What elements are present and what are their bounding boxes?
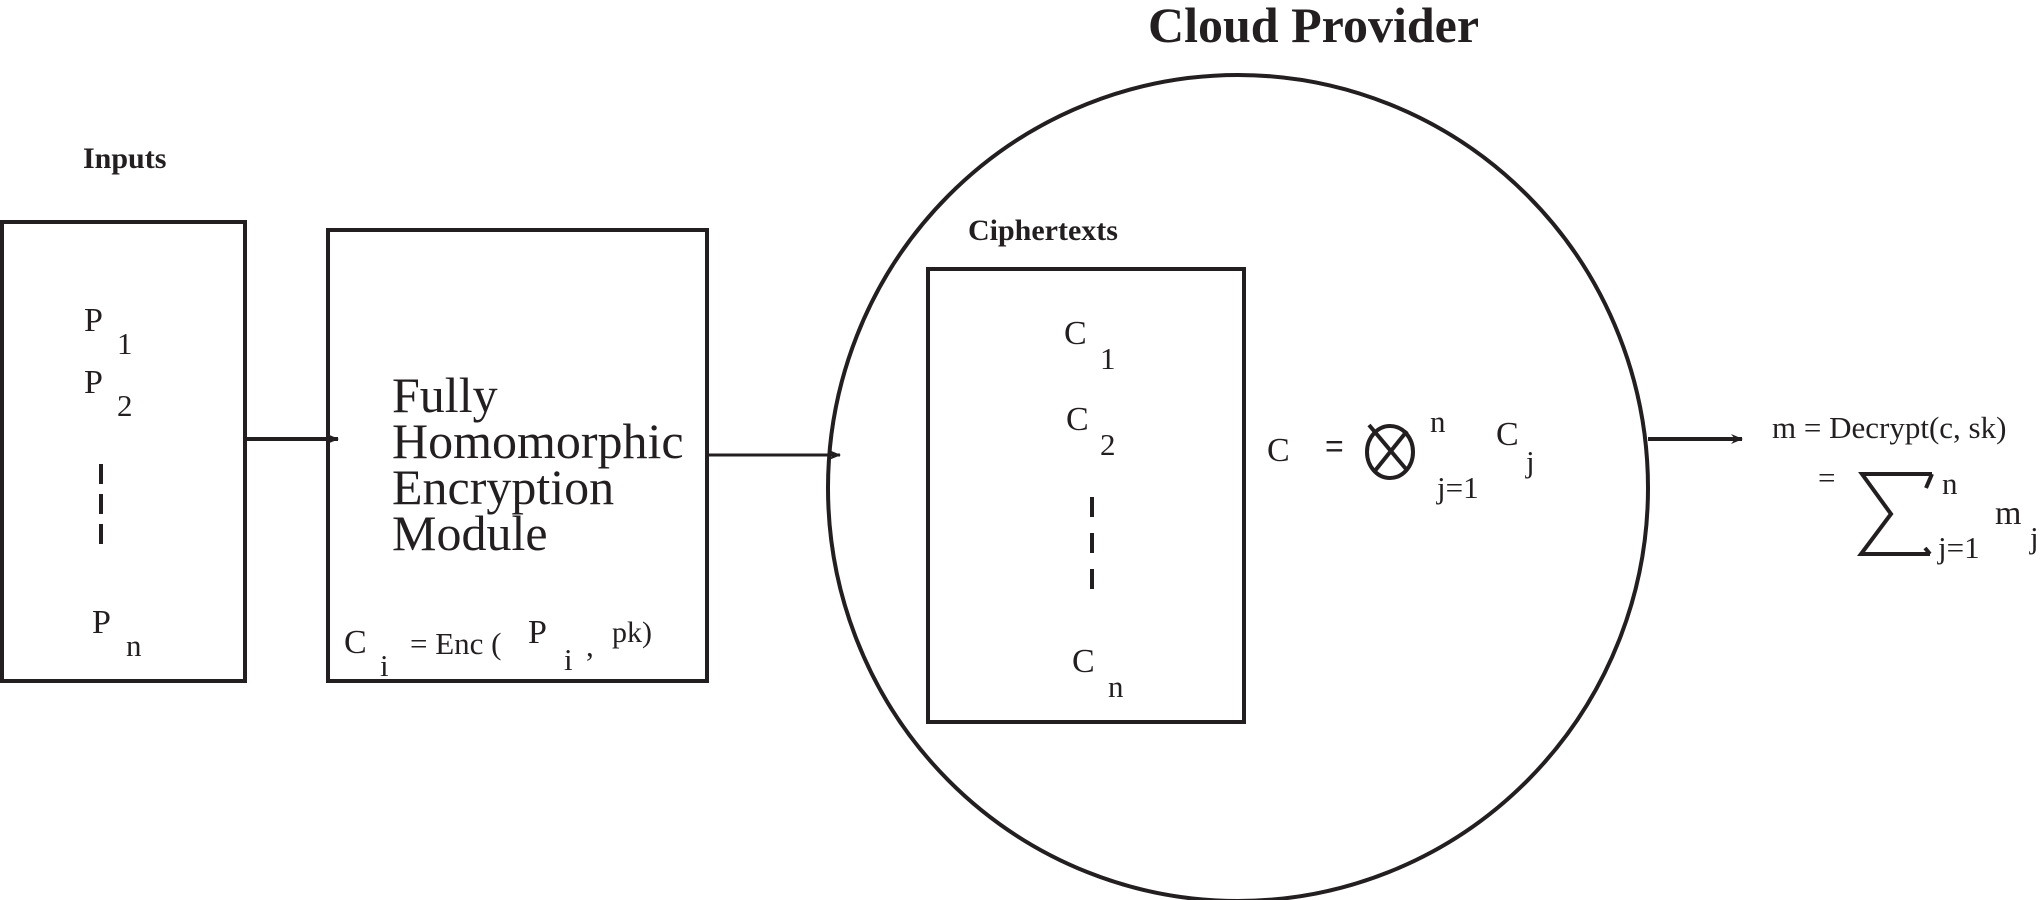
ellipsis-dash — [99, 464, 103, 484]
ellipsis-dash — [99, 494, 103, 514]
cloud-provider-circle — [826, 73, 1650, 900]
cloud-provider-title: Cloud Provider — [1148, 0, 1480, 53]
ellipsis-dash — [1090, 569, 1094, 589]
otimes-icon — [1365, 423, 1415, 480]
ciphertexts-label: Ciphertexts — [968, 214, 1118, 247]
encryption-module-box: Fully Homomorphic Encryption Module C i … — [326, 228, 709, 683]
summation-top-serif — [1924, 473, 1934, 489]
summation-icon — [1857, 472, 1932, 556]
module-title: Fully Homomorphic Encryption Module — [392, 367, 684, 561]
ellipsis-dash — [1090, 533, 1094, 553]
ciphertexts-box: C 1 C 2 C n — [926, 267, 1246, 724]
summation-bottom-serif — [1923, 546, 1932, 556]
inputs-label: Inputs — [83, 142, 167, 175]
ellipsis-dash — [1090, 497, 1094, 517]
ellipsis-dash — [99, 524, 103, 544]
inputs-box: P 1 P 2 P n — [0, 220, 247, 683]
